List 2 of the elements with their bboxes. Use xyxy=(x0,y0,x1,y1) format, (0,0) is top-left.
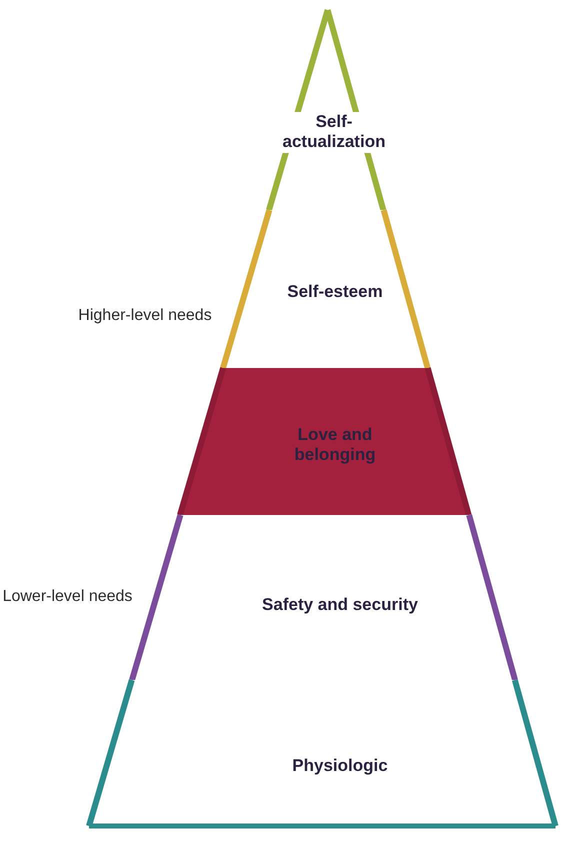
needs-label: Higher-level needs xyxy=(77,306,213,326)
needs-label: Lower-level needs xyxy=(2,587,134,607)
